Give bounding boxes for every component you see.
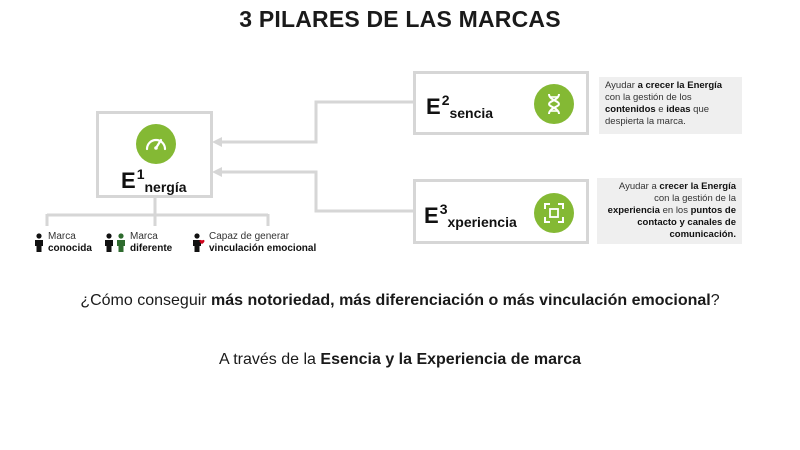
connector-esencia (218, 100, 413, 144)
arrow-head-esencia (212, 137, 222, 147)
dna-icon (534, 84, 574, 124)
speedometer-icon (136, 124, 176, 164)
legend-vinculacion-line2: vinculación emocional (209, 243, 317, 254)
person-icon (35, 233, 43, 252)
arrow-head-experiencia (212, 167, 222, 177)
esencia-note: Ayudar a crecer la Energía con la gestió… (599, 77, 742, 134)
legend-vinculacion-line1: Capaz de generar (209, 231, 290, 242)
legend-conocida-line1: Marca (48, 231, 76, 242)
energia-label: E1nergía (121, 166, 187, 195)
page-title: 3 PILARES DE LAS MARCAS (239, 6, 561, 32)
legend-diferente-line2: diferente (130, 243, 173, 254)
person-pair-icon (105, 233, 125, 252)
esencia-label: E2sencia (426, 92, 494, 121)
experiencia-note: Ayudar a crecer la Energía con la gestió… (597, 178, 742, 244)
answer-text: A través de la Esencia y la Experiencia … (219, 351, 581, 368)
focus-frame-icon (534, 193, 574, 233)
experiencia-label: E3xperiencia (424, 201, 517, 230)
legend-diferente-line1: Marca (130, 231, 158, 242)
energia-box: E1nergía (96, 111, 213, 198)
esencia-box: E2sencia (413, 71, 589, 135)
connector-experiencia (218, 170, 413, 213)
person-heart-icon (193, 233, 205, 252)
legend-conocida-line2: conocida (48, 243, 92, 254)
experiencia-box: E3xperiencia (413, 179, 589, 244)
question-text: ¿Cómo conseguir más notoriedad, más dife… (80, 292, 720, 309)
